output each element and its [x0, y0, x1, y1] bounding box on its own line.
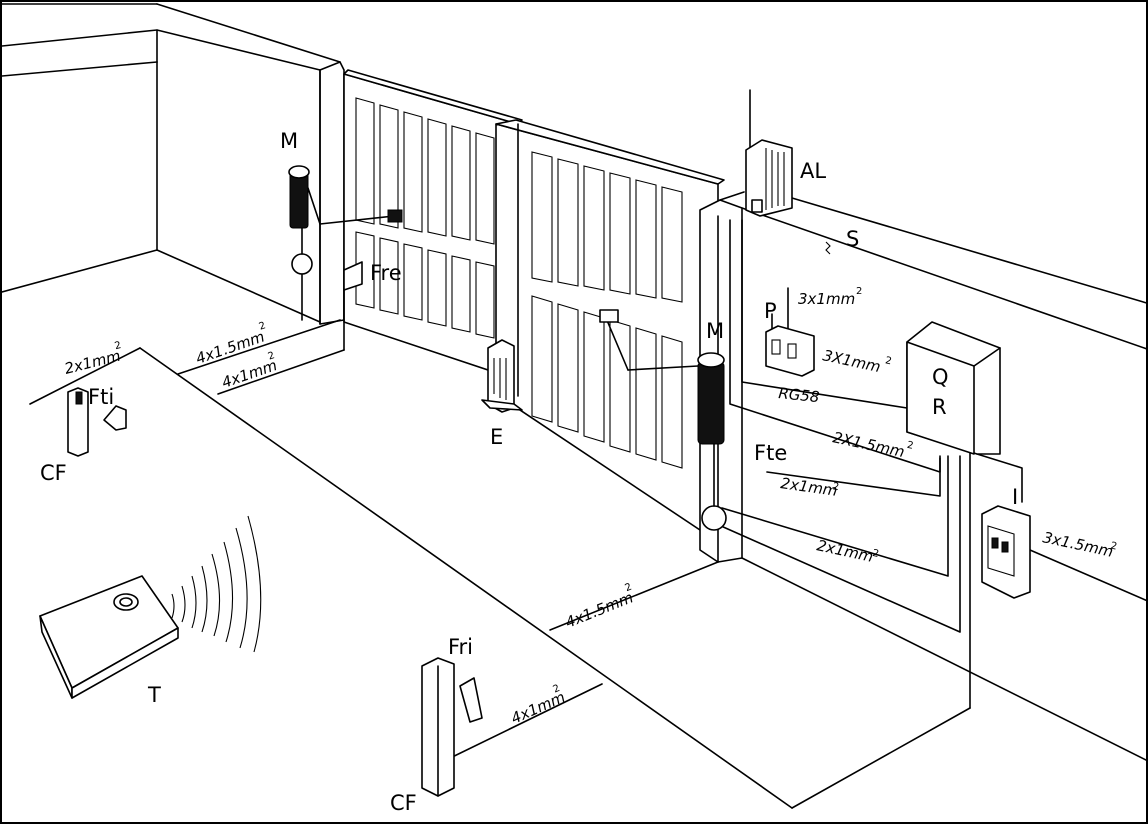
svg-text:2: 2 — [906, 440, 915, 452]
label-photocell-fti: Fti — [88, 385, 114, 409]
svg-text:2x1mm: 2x1mm — [815, 536, 875, 565]
label-transmitter: T — [147, 683, 161, 707]
cable-label-10: 3x1.5mm 2 — [1041, 528, 1119, 560]
svg-text:RG58: RG58 — [778, 384, 821, 406]
svg-text:2: 2 — [871, 548, 880, 560]
left-pillar — [319, 61, 345, 325]
cable-label-6: RG58 — [778, 384, 821, 406]
svg-text:2x1mm: 2x1mm — [63, 347, 123, 378]
motor-left — [288, 165, 403, 321]
svg-text:3x1mm: 3x1mm — [798, 290, 855, 308]
svg-text:2x1mm: 2x1mm — [779, 474, 838, 500]
lock-box — [481, 339, 523, 413]
label-control-r: R — [932, 395, 947, 419]
cable-label-8: 2x1mm 2 — [779, 474, 839, 500]
svg-text:2: 2 — [552, 683, 562, 696]
label-lock-box: E — [490, 425, 503, 449]
remote-transmitter — [39, 515, 262, 699]
svg-text:2: 2 — [624, 582, 634, 595]
label-column-cf-bottom: CF — [390, 791, 417, 815]
label-switch: I — [1012, 485, 1018, 509]
svg-text:2: 2 — [832, 481, 840, 493]
svg-text:2: 2 — [884, 355, 893, 367]
photocell-column-left — [67, 387, 127, 457]
right-gate-leaf — [495, 119, 725, 543]
electric-lock — [343, 261, 363, 321]
cable-label-9: 2x1mm 2 — [815, 536, 880, 565]
component-labels: M M AL S Fre P Q R Fti CF E Fte I T Fri … — [40, 129, 1018, 815]
svg-text:3X1mm: 3X1mm — [821, 346, 882, 376]
svg-text:2: 2 — [114, 340, 123, 352]
ground-lines — [29, 319, 971, 809]
svg-text:2: 2 — [856, 286, 862, 297]
motor-right — [599, 309, 727, 531]
sensor-symbol — [825, 241, 831, 255]
label-photocell-fri: Fri — [448, 635, 473, 659]
label-electric-lock: Fre — [370, 261, 402, 285]
left-gate-leaf — [343, 69, 523, 381]
svg-text:4x1.5mm: 4x1.5mm — [563, 588, 636, 631]
svg-text:2: 2 — [1110, 540, 1119, 552]
label-push-button: P — [764, 299, 777, 323]
photocell-column-bottom — [421, 657, 483, 797]
cable-label-4: 3x1mm 2 — [798, 286, 862, 308]
cable-label-5: 3X1mm 2 — [821, 346, 893, 376]
cable-label-11: 4x1.5mm 2 — [563, 582, 636, 632]
main-switch — [981, 505, 1031, 599]
label-flashing-light: AL — [800, 159, 826, 183]
svg-text:2: 2 — [258, 320, 268, 332]
label-sensor: S — [846, 227, 859, 251]
label-photocell-fte: Fte — [754, 441, 787, 465]
label-motor-right: M — [706, 319, 724, 343]
cable-label-7: 2X1.5mm 2 — [831, 428, 915, 461]
label-motor-left: M — [280, 129, 298, 153]
left-wall — [2, 3, 341, 323]
control-box — [906, 321, 1001, 455]
right-wall — [719, 191, 1146, 761]
label-column-cf-left: CF — [40, 461, 67, 485]
label-control-q: Q — [932, 365, 949, 389]
push-button — [765, 325, 815, 377]
svg-text:2X1.5mm: 2X1.5mm — [831, 428, 906, 461]
cable-label-12: 4x1mm 2 — [508, 683, 568, 728]
cable-runs — [711, 219, 1146, 633]
svg-text:2: 2 — [267, 350, 277, 362]
flashing-light — [745, 89, 793, 217]
svg-text:3x1.5mm: 3x1.5mm — [1041, 528, 1115, 560]
